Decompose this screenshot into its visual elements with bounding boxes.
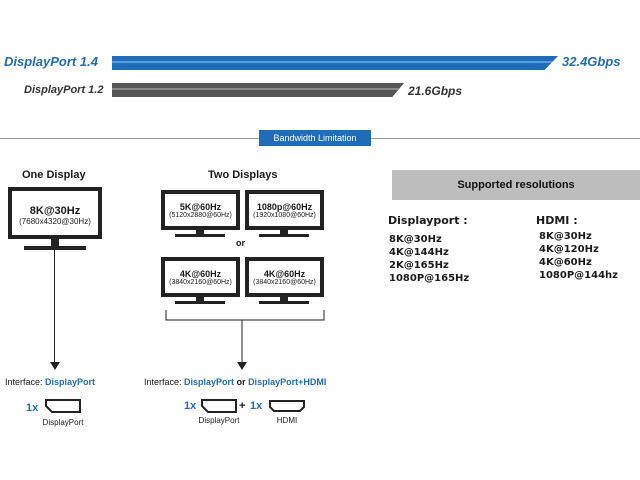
list-item: 1080P@144hz: [539, 270, 618, 281]
two-interface-combo: DisplayPort+HDMI: [248, 377, 327, 387]
one-display-interface: Interface: DisplayPort: [5, 377, 95, 387]
two-displays-caption-dp: DisplayPort: [198, 416, 240, 425]
displayport-icon: [45, 399, 81, 413]
two-interface-or: or: [234, 377, 249, 387]
interface-value: DisplayPort: [45, 377, 96, 387]
one-display-title: One Display: [22, 169, 86, 181]
bandwidth-banner: Bandwidth Limitation: [259, 130, 371, 146]
two-displays-caption-hdmi: HDMI: [276, 416, 298, 425]
two-displays-bracket: [165, 310, 325, 370]
hdmi-icon: [269, 400, 305, 412]
plus-sign: +: [239, 400, 246, 412]
two-displays-count-dp: 1x: [184, 400, 197, 412]
dp14-label: DisplayPort 1.4: [4, 54, 98, 69]
list-item: 4K@120Hz: [539, 244, 599, 255]
monitor-8k-main: 8K@30Hz: [29, 205, 81, 217]
bandwidth-banner-label: Bandwidth Limitation: [273, 133, 357, 143]
list-item: 1080P@165Hz: [389, 273, 470, 284]
dp12-label: DisplayPort 1.2: [24, 84, 104, 96]
monitor-1080p-sub: (1920x1080@60Hz): [253, 212, 316, 219]
list-item: 4K@144Hz: [389, 247, 449, 258]
arrow-down-icon: [50, 362, 60, 370]
displayport-title: Displayport :: [388, 214, 468, 227]
two-interface-prefix: Interface:: [144, 377, 185, 387]
monitor-5k-main: 5K@60Hz: [179, 202, 222, 212]
interface-prefix: Interface:: [5, 377, 46, 387]
hdmi-title: HDMI :: [536, 214, 578, 227]
displayport-list: 8K@30Hz 4K@144Hz 2K@165Hz 1080P@165Hz: [389, 233, 469, 285]
list-item: 4K@60Hz: [539, 257, 592, 268]
supported-header: Supported resolutions: [392, 170, 640, 200]
supported-header-label: Supported resolutions: [457, 179, 575, 191]
dp12-value: 21.6Gbps: [408, 84, 463, 98]
two-displays-interface: Interface: DisplayPort or DisplayPort+HD…: [144, 377, 326, 387]
monitor-5k-sub: (5120x2880@60Hz): [169, 212, 232, 219]
monitor-4k-left-main: 4K@60Hz: [179, 269, 222, 279]
dp12-bar: [112, 83, 404, 97]
list-item: 2K@165Hz: [389, 260, 449, 271]
or-label: or: [236, 238, 245, 248]
one-display-arrow-line: [54, 250, 55, 364]
monitor-8k-sub: (7680x4320@30Hz): [19, 217, 91, 226]
two-interface-dp: DisplayPort: [184, 377, 235, 387]
monitor-4k-right-sub: (3840x2160@60Hz): [253, 279, 316, 286]
one-display-count: 1x: [26, 402, 39, 414]
one-display-port-caption: DisplayPort: [42, 418, 84, 427]
dp14-value: 32.4Gbps: [562, 54, 621, 69]
two-displays-count-hdmi: 1x: [250, 400, 263, 412]
list-item: 8K@30Hz: [389, 234, 442, 245]
hdmi-list: 8K@30Hz 4K@120Hz 4K@60Hz 1080P@144hz: [539, 230, 618, 282]
monitor-4k-right-main: 4K@60Hz: [263, 269, 306, 279]
two-displays-title: Two Displays: [208, 169, 278, 181]
monitor-4k-left-sub: (3840x2160@60Hz): [169, 279, 232, 286]
dp14-bar: [112, 56, 558, 70]
monitor-1080p-main: 1080p@60Hz: [256, 202, 313, 212]
list-item: 8K@30Hz: [539, 231, 592, 242]
displayport-icon: [201, 399, 237, 413]
